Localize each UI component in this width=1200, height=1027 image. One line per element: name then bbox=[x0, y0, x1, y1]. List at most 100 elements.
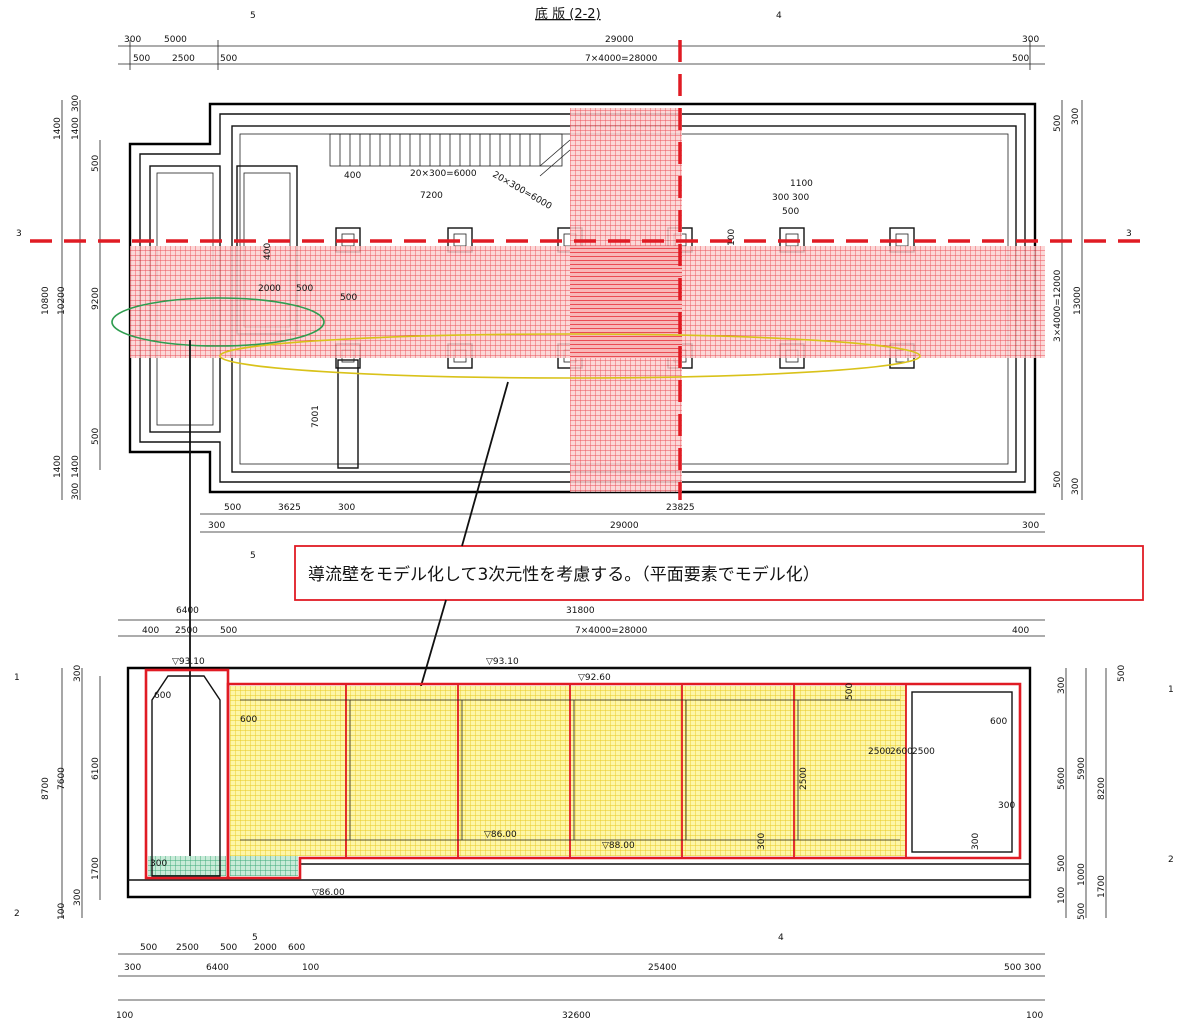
plan-mesh-intersection bbox=[570, 246, 682, 358]
svg-text:300: 300 bbox=[1057, 677, 1067, 694]
svg-text:600: 600 bbox=[288, 943, 305, 953]
svg-text:7×4000=28000: 7×4000=28000 bbox=[575, 626, 648, 636]
plan-section-marker: 5 bbox=[250, 11, 256, 21]
plan-right-dimensions: 300 500 3×4000=12000 13000 500 300 bbox=[1053, 100, 1083, 500]
svg-text:1100: 1100 bbox=[790, 179, 813, 189]
elevation-right-chamber bbox=[911, 691, 1013, 853]
svg-text:1700: 1700 bbox=[91, 857, 101, 880]
svg-text:300 300: 300 300 bbox=[772, 193, 809, 203]
svg-text:6400: 6400 bbox=[206, 963, 229, 973]
plan-dim-top: 5000 bbox=[164, 35, 187, 45]
svg-text:5900: 5900 bbox=[1077, 757, 1087, 780]
plan-dim-top: 500 bbox=[1012, 54, 1029, 64]
plan-dim-top: 300 bbox=[1022, 35, 1039, 45]
elevation-interior-labels: 600 600 600 2500 2600 2500 2500 300 300 … bbox=[150, 683, 1015, 869]
plan-bottom-dimensions: 500 3625 300 23825 300 29000 300 bbox=[200, 503, 1045, 533]
svg-text:100: 100 bbox=[727, 229, 737, 246]
svg-text:5600: 5600 bbox=[1057, 767, 1067, 790]
elevation-right-dimensions: 300 5600 5900 8200 500 1700 100 1000 500… bbox=[1057, 665, 1127, 920]
svg-text:20×300=6000: 20×300=6000 bbox=[491, 170, 554, 212]
callout-text: 導流壁をモデル化して3次元性を考慮する。（平面要素でモデル化） bbox=[308, 564, 820, 585]
elevation-red-outline-main bbox=[226, 682, 1022, 880]
plan-dim-left: 300 bbox=[71, 483, 81, 500]
plan-dim-left: 500 bbox=[91, 155, 101, 172]
plan-view: 底 版 (2-2) 300 5000 29000 300 500 2500 50… bbox=[16, 6, 1150, 561]
plan-section-marker: 3 bbox=[1126, 229, 1132, 239]
plan-dim-top: 500 bbox=[133, 54, 150, 64]
svg-text:300: 300 bbox=[73, 665, 83, 682]
svg-text:31800: 31800 bbox=[566, 606, 595, 616]
plan-dim-top: 300 bbox=[124, 35, 141, 45]
elevation-levels: ▽93.10 ▽93.10 ▽92.60 ▽86.00 ▽88.00 ▽86.0… bbox=[172, 657, 635, 898]
svg-text:29000: 29000 bbox=[610, 521, 639, 531]
svg-text:25400: 25400 bbox=[648, 963, 677, 973]
svg-text:1000: 1000 bbox=[1077, 863, 1087, 886]
svg-text:300: 300 bbox=[1022, 521, 1039, 531]
plan-dim-top: 2500 bbox=[172, 54, 195, 64]
plan-dim-top: 29000 bbox=[605, 35, 634, 45]
callout: 導流壁をモデル化して3次元性を考慮する。（平面要素でモデル化） bbox=[294, 545, 1144, 601]
plan-dim-left: 1400 bbox=[53, 455, 63, 478]
svg-text:100: 100 bbox=[57, 903, 67, 920]
elevation-red-outline-left bbox=[144, 668, 230, 880]
plan-dim-right: 3×4000=12000 bbox=[1053, 269, 1063, 342]
plan-outer-wall bbox=[128, 102, 1037, 494]
svg-text:32600: 32600 bbox=[562, 1011, 591, 1021]
elevation-left-dimensions: 300 8700 7600 6100 1700 100 300 bbox=[41, 665, 101, 920]
svg-text:6100: 6100 bbox=[91, 757, 101, 780]
plan-stairs bbox=[329, 133, 571, 177]
svg-text:▽86.00: ▽86.00 bbox=[484, 830, 517, 840]
svg-text:7600: 7600 bbox=[57, 767, 67, 790]
plan-ellipse-yellow bbox=[219, 333, 921, 379]
svg-text:▽88.00: ▽88.00 bbox=[602, 841, 635, 851]
svg-text:300: 300 bbox=[124, 963, 141, 973]
svg-text:2500: 2500 bbox=[175, 626, 198, 636]
svg-text:6400: 6400 bbox=[176, 606, 199, 616]
plan-left-dimensions: 300 1400 1400 500 10800 10200 9200 500 1… bbox=[41, 95, 101, 500]
elevation-section-marker: 2 bbox=[1168, 855, 1174, 865]
plan-dim-right: 500 bbox=[1053, 471, 1063, 488]
elevation-view: 6400 31800 400 2500 500 7×4000=28000 400 bbox=[14, 606, 1174, 1021]
svg-text:300: 300 bbox=[338, 503, 355, 513]
svg-text:300: 300 bbox=[971, 833, 981, 850]
plan-ellipse-green bbox=[111, 297, 325, 347]
svg-text:20×300=6000: 20×300=6000 bbox=[410, 169, 477, 179]
svg-text:300: 300 bbox=[1024, 963, 1041, 973]
plan-section-marker: 3 bbox=[16, 229, 22, 239]
plan-dim-right: 500 bbox=[1053, 115, 1063, 132]
svg-text:600: 600 bbox=[240, 715, 257, 725]
svg-text:8700: 8700 bbox=[41, 777, 51, 800]
plan-dim-left: 300 bbox=[71, 95, 81, 112]
svg-text:100: 100 bbox=[1026, 1011, 1043, 1021]
plan-dim-top: 500 bbox=[220, 54, 237, 64]
svg-text:400: 400 bbox=[142, 626, 159, 636]
plan-inner-wall bbox=[139, 113, 1026, 483]
svg-text:2600: 2600 bbox=[890, 747, 913, 757]
svg-text:▽93.10: ▽93.10 bbox=[486, 657, 519, 667]
svg-text:7200: 7200 bbox=[420, 191, 443, 201]
plan-chamber-lower bbox=[337, 359, 359, 469]
svg-text:300: 300 bbox=[757, 833, 767, 850]
arrow-yellow-to-callout bbox=[461, 381, 509, 547]
plan-dim-left: 500 bbox=[91, 428, 101, 445]
svg-text:300: 300 bbox=[150, 859, 167, 869]
svg-text:2000: 2000 bbox=[254, 943, 277, 953]
svg-text:500: 500 bbox=[1117, 665, 1127, 682]
svg-text:300: 300 bbox=[998, 801, 1015, 811]
plan-dim-left: 10200 bbox=[57, 286, 67, 315]
svg-text:500: 500 bbox=[340, 293, 357, 303]
svg-text:500: 500 bbox=[220, 943, 237, 953]
svg-text:▽93.10: ▽93.10 bbox=[172, 657, 205, 667]
plan-section-marker: 5 bbox=[250, 551, 256, 561]
plan-dim-left: 10800 bbox=[41, 286, 51, 315]
elevation-section-marker: 5 bbox=[252, 933, 258, 943]
plan-dim-left: 1400 bbox=[71, 455, 81, 478]
svg-text:500: 500 bbox=[220, 626, 237, 636]
plan-dim-right: 300 bbox=[1071, 108, 1081, 125]
plan-dim-top: 7×4000=28000 bbox=[585, 54, 658, 64]
svg-text:2500: 2500 bbox=[868, 747, 891, 757]
plan-title: 底 版 (2-2) bbox=[535, 6, 601, 22]
svg-text:1700: 1700 bbox=[1097, 875, 1107, 898]
svg-text:100: 100 bbox=[1057, 887, 1067, 904]
